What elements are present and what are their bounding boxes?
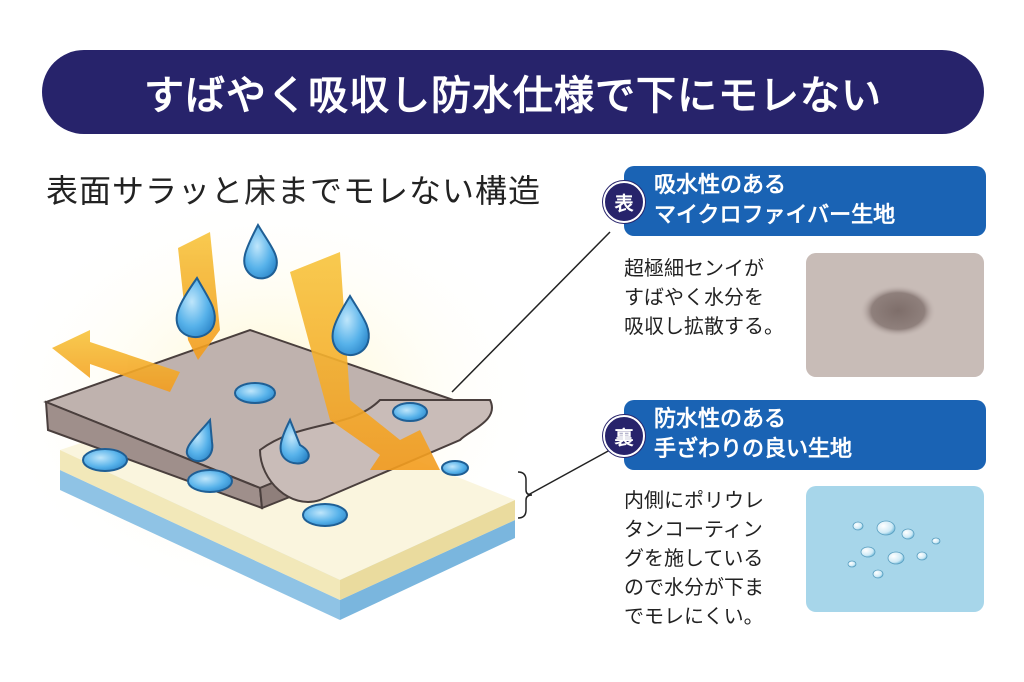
water-drops	[82, 222, 469, 527]
microfiber-photo	[806, 253, 984, 377]
surface-description: 超極細センイが すばやく水分を 吸収し拡散する。	[624, 254, 784, 341]
backing-description-line: タンコーティン	[624, 517, 763, 541]
surface-description-line: 超極細センイが	[624, 256, 764, 280]
backing-badge: 裏	[603, 415, 645, 457]
banner-title: すばやく吸収し防水仕様で下にモレない	[144, 73, 882, 119]
backing-description-line: グを施している	[624, 546, 764, 570]
backing-heading-box: 防水性のある 手ざわりの良い生地	[624, 400, 986, 470]
surface-description-line: すばやく水分を	[624, 285, 764, 309]
surface-badge: 表	[603, 181, 645, 223]
surface-heading-box: 吸水性のある マイクロファイバー生地	[624, 166, 986, 236]
backing-description-line: ので水分が下ま	[624, 575, 764, 599]
fabric-structure-illustration	[0, 190, 550, 620]
backing-description-line: でモレにくい。	[624, 604, 764, 628]
backing-description: 内側にポリウレ タンコーティン グを施している ので水分が下ま でモレにくい。	[624, 486, 764, 631]
backing-heading-line-2: 手ざわりの良い生地	[654, 437, 853, 462]
backing-heading-line-1: 防水性のある	[654, 407, 787, 432]
surface-heading-line-2: マイクロファイバー生地	[654, 203, 896, 228]
surface-heading-line-1: 吸水性のある	[654, 173, 787, 198]
surface-description-line: 吸収し拡散する。	[624, 314, 784, 338]
title-banner: すばやく吸収し防水仕様で下にモレない	[42, 50, 984, 134]
waterproof-photo	[806, 486, 984, 612]
backing-description-line: 内側にポリウレ	[624, 488, 764, 512]
